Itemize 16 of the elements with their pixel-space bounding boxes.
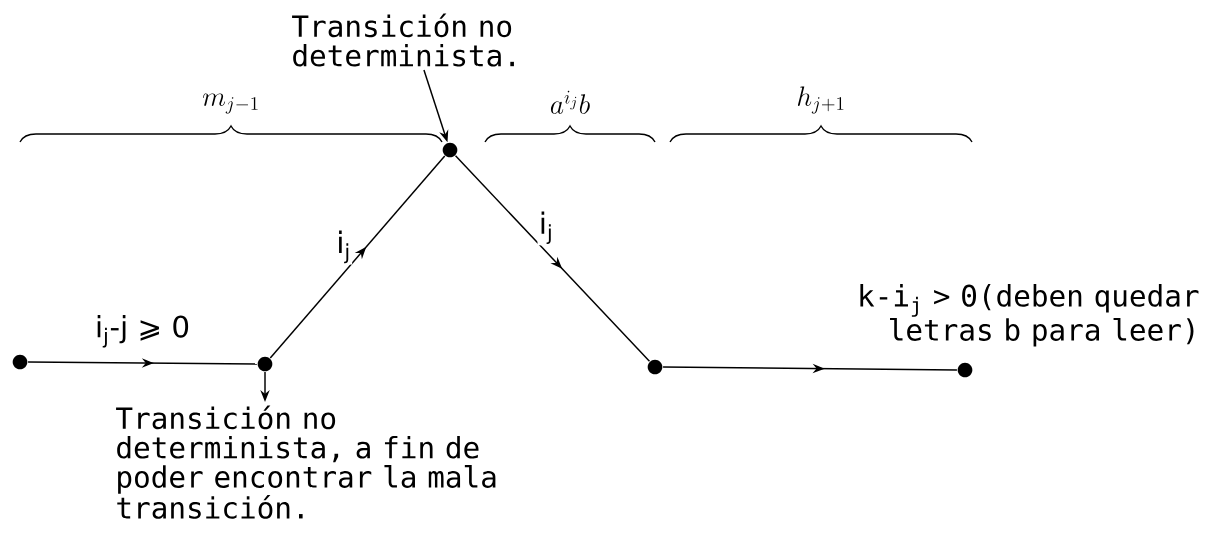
state-dot — [957, 362, 973, 378]
state-dot — [647, 359, 663, 375]
edge-label: i$_{j}$ — [541, 211, 551, 244]
state-dot — [442, 142, 458, 158]
state-dot — [12, 354, 28, 370]
annotation-text: Transición no determinista. — [292, 13, 514, 67]
transition-arrow — [269, 155, 446, 359]
state-dot — [257, 356, 273, 372]
brace-label: $a^{i_j}b$ — [550, 90, 590, 114]
brace-label: $m_{j-1}$ — [203, 93, 258, 114]
transition-arrow — [454, 155, 651, 362]
condition-text: k-i$_{j}$ > 0(deben quedar letras b para leer) — [860, 284, 1199, 347]
brace-label: $h_{j+1}$ — [797, 86, 844, 114]
annotation-text: Transición no determinista, a fin de poder encontrar la mala transición. — [116, 405, 496, 519]
edge-label: i$_{j}$ — [339, 230, 349, 264]
edge-label: i$_{j}$-j ⩾ 0 — [97, 314, 189, 348]
